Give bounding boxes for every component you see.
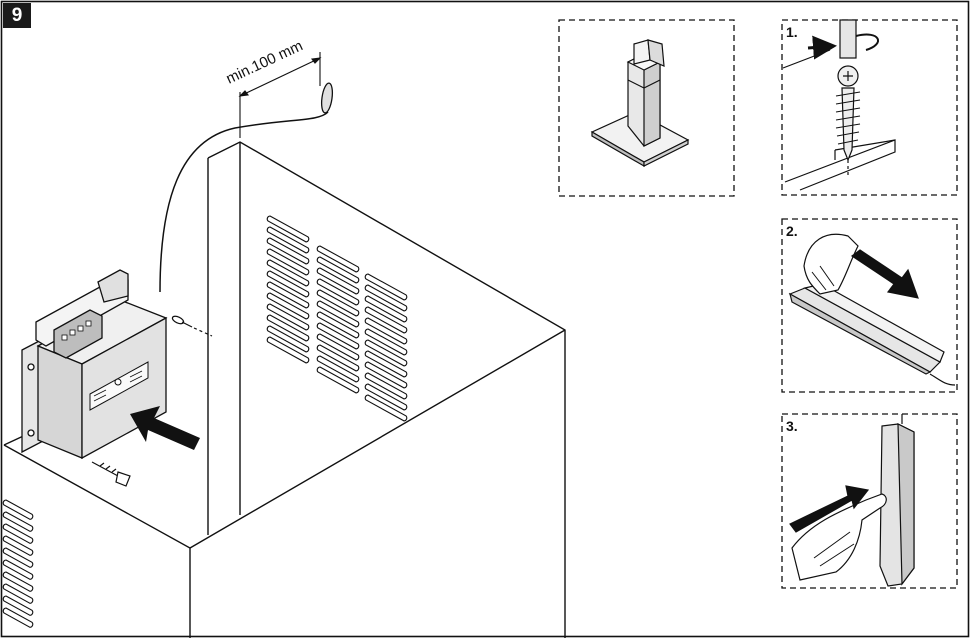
cable	[159, 111, 329, 293]
vent-slot	[2, 607, 34, 628]
vent-slot	[266, 325, 310, 353]
vent-slot	[316, 245, 360, 273]
vent-slot	[364, 350, 408, 378]
insert-arrow	[130, 406, 200, 450]
vent-slot	[266, 281, 310, 309]
vent-slot	[2, 559, 34, 580]
vent-slot	[266, 303, 310, 331]
vent-slot	[266, 215, 310, 243]
substep-3-number: 3.	[786, 418, 798, 434]
substep-3-inset	[781, 413, 958, 589]
screw-lower	[91, 461, 131, 487]
vent-slot	[316, 267, 360, 295]
vent-slot	[364, 317, 408, 345]
vent-slot	[316, 355, 360, 383]
vent-slot	[266, 259, 310, 287]
vent-slot	[316, 322, 360, 350]
vent-slot	[266, 292, 310, 320]
vent-slot	[266, 226, 310, 254]
vent-slot	[364, 394, 408, 422]
plug	[320, 82, 334, 114]
hood-overview-inset	[558, 19, 735, 197]
substep-1-number: 1.	[786, 24, 798, 40]
vent-slot	[364, 383, 408, 411]
vent-slot	[316, 256, 360, 284]
vent-slot	[2, 547, 34, 568]
vent-slot	[364, 339, 408, 367]
vent-slot	[2, 583, 34, 604]
vent-slot	[364, 306, 408, 334]
vent-slot	[364, 328, 408, 356]
vent-slot	[266, 248, 310, 276]
substep-2-number: 2.	[786, 223, 798, 239]
vent-slot	[364, 273, 408, 301]
vent-slot	[316, 278, 360, 306]
vent-slot	[266, 314, 310, 342]
vent-slot	[364, 361, 408, 389]
vent-slot	[266, 336, 310, 364]
hood-body	[3, 141, 566, 638]
vent-slot	[2, 499, 34, 520]
screw-upper	[171, 315, 213, 337]
vent-slot	[364, 284, 408, 312]
vent-slot	[364, 372, 408, 400]
vent-slots	[2, 215, 408, 628]
dimension-line	[238, 52, 322, 138]
vent-slot	[316, 366, 360, 394]
vent-slot	[316, 333, 360, 361]
vent-slot	[364, 295, 408, 323]
vent-slot	[316, 344, 360, 372]
vent-slot	[316, 289, 360, 317]
vent-slot	[316, 300, 360, 328]
vent-slot	[316, 311, 360, 339]
vent-slot	[266, 237, 310, 265]
vent-slot	[266, 270, 310, 298]
step-number-badge: 9	[3, 3, 31, 28]
vent-slot	[2, 523, 34, 544]
substep-2-inset	[781, 218, 958, 393]
vent-slot	[2, 595, 34, 616]
substep-1-inset	[781, 19, 958, 196]
vent-slot	[2, 535, 34, 556]
dimension-label: min.100 mm	[224, 37, 306, 87]
vent-slot	[2, 571, 34, 592]
vent-slot	[2, 511, 34, 532]
